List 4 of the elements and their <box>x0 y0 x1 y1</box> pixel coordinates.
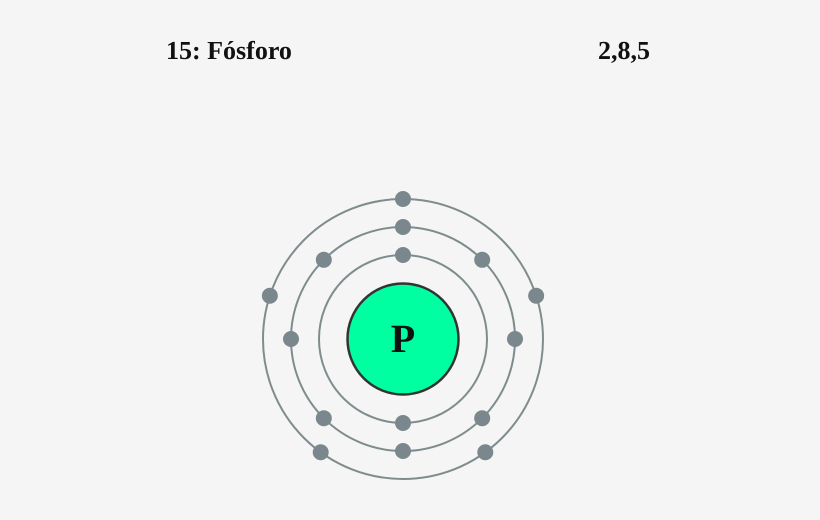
nucleus-circle <box>346 282 460 396</box>
element-title: 15: Fósforo <box>166 35 292 67</box>
element-symbol: P <box>390 317 416 361</box>
electron-configuration: 2,8,5 <box>598 35 650 67</box>
